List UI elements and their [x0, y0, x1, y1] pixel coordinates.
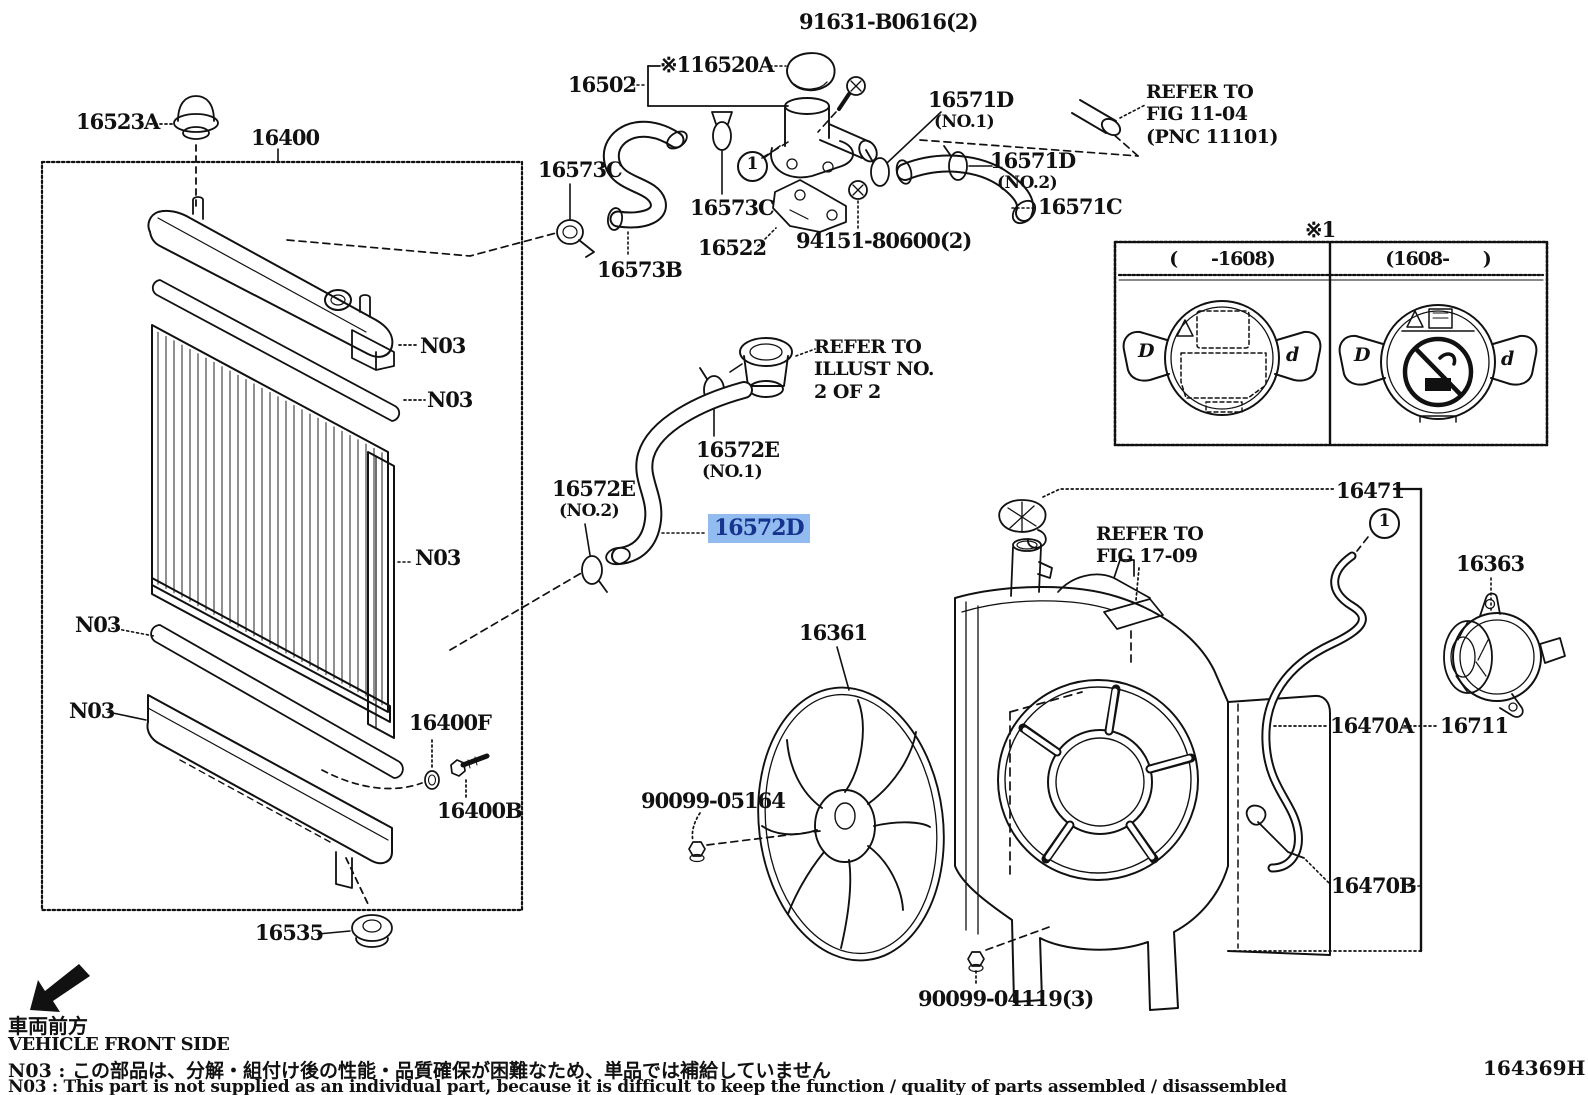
figure-code: 164369H	[1483, 1056, 1586, 1080]
fan-nut-90099-05164	[688, 812, 821, 863]
pn-16572E-1[interactable]: 16572E	[696, 437, 780, 462]
note-fig-11-04: REFER TO FIG 11-04 (PNC 11101)	[1146, 81, 1278, 148]
note-fig-17-09: REFER TO FIG 17-09	[1096, 523, 1204, 568]
pn-94151[interactable]: 94151-80600(2)	[796, 228, 972, 253]
inset-right-header: (1608- )	[1385, 248, 1491, 270]
pn-16502[interactable]: 16502	[568, 72, 637, 97]
glyph-cap1-right: d	[1286, 344, 1300, 366]
pn-16520A[interactable]: ※116520A	[660, 52, 775, 77]
circ1a-leader	[763, 145, 781, 159]
bracket-16471-lines	[1042, 487, 1423, 953]
pn-16711[interactable]: 16711	[1440, 713, 1509, 738]
cap-post-1608	[1338, 304, 1538, 423]
reserve-tank-panel	[1227, 694, 1331, 956]
glyph-cap2-left: D	[1354, 344, 1371, 366]
pn-16573C-1[interactable]: 16573C	[538, 157, 623, 182]
sub-16571D-2: (NO.2)	[997, 173, 1058, 193]
clamp-16571D-no2	[943, 145, 993, 181]
pn-91631[interactable]: 91631-B0616(2)	[799, 9, 978, 34]
fan-16361	[757, 646, 945, 962]
circ-1b[interactable]: 1	[1369, 508, 1400, 539]
inset-title: ※1	[1305, 217, 1336, 242]
ref-plate-17-09	[1103, 567, 1164, 663]
pn-16571D-2[interactable]: 16571D	[990, 148, 1076, 173]
pn-16523A[interactable]: 16523A	[76, 109, 160, 134]
bracket-lines-16502	[631, 65, 789, 107]
hose-clip-16470B	[1245, 804, 1422, 887]
pn-16361[interactable]: 16361	[799, 620, 868, 645]
hose-16571C	[895, 154, 1037, 225]
radiator-cap-16520A	[786, 52, 836, 92]
glyph-cap2-right: d	[1501, 348, 1515, 370]
pn-16400F[interactable]: 16400F	[409, 710, 492, 735]
n03-5: N03	[69, 698, 115, 723]
n03-note-jp: N03 : この部品は、分解・組付け後の性能・品質確保が困難なため、単品では補給…	[8, 1060, 831, 1082]
radiator-gasket-upper	[151, 279, 401, 422]
sub-16571D-1: (NO.1)	[934, 112, 995, 132]
clamp-16573C-left	[556, 183, 595, 258]
cap-inset-box	[1113, 240, 1549, 447]
radiator-grommet-16523A	[149, 95, 219, 207]
fan-motor-16363	[1443, 577, 1566, 718]
pn-16571C[interactable]: 16571C	[1038, 194, 1123, 219]
pn-90099-04119[interactable]: 90099-04119(3)	[918, 986, 1094, 1011]
pn-90099-05164[interactable]: 90099-05164	[641, 788, 786, 813]
glyph-cap1-left: D	[1138, 340, 1155, 362]
heater-pipe-ref-11-04	[919, 99, 1146, 157]
n03-3: N03	[415, 545, 461, 570]
hose-16573B	[602, 120, 688, 257]
sub-16572E-2: (NO.2)	[559, 501, 620, 521]
pn-16470B[interactable]: 16470B	[1331, 873, 1417, 898]
pn-16571D-1[interactable]: 16571D	[928, 87, 1014, 112]
radiator-upper-tank	[147, 196, 394, 358]
inset-left-header: ( -1608)	[1169, 248, 1275, 270]
cap-pre-1608	[1122, 300, 1322, 416]
n03-4: N03	[75, 612, 121, 637]
vehicle-front-arrow	[30, 964, 90, 1012]
overflow-hose-16470A	[1261, 536, 1439, 873]
pn-16400[interactable]: 16400	[251, 125, 320, 150]
circ-1a[interactable]: 1	[737, 151, 768, 182]
pn-16573B[interactable]: 16573B	[597, 257, 683, 282]
pn-16572E-2[interactable]: 16572E	[552, 476, 636, 501]
sub-16572E-1: (NO.1)	[702, 462, 763, 482]
radiator-lower-tank	[107, 694, 393, 889]
hl-16572D[interactable]: 16572D	[708, 514, 810, 544]
clamp-16573C-top	[711, 111, 733, 195]
screw-94151	[848, 180, 868, 229]
n03-1: N03	[420, 333, 466, 358]
bracket-16522	[757, 179, 847, 247]
vehicle-front-label-en: VEHICLE FRONT SIDE	[8, 1034, 230, 1055]
radiator-bracket-n03-upper	[351, 329, 426, 401]
pn-16471[interactable]: 16471	[1336, 478, 1405, 503]
reserve-tank-neck-cap	[998, 499, 1053, 597]
n03-2: N03	[427, 387, 473, 412]
pn-16470A[interactable]: 16470A	[1330, 713, 1414, 738]
hose-16572D	[605, 381, 753, 566]
pn-16363[interactable]: 16363	[1456, 551, 1525, 576]
clamp-16572E-no2	[581, 523, 608, 593]
n03-note-en: N03 : This part is not supplied as an in…	[8, 1077, 1287, 1095]
drain-grommet-16535	[317, 857, 393, 948]
pn-16522[interactable]: 16522	[698, 235, 767, 260]
shroud-bolt-90099-04119	[967, 925, 1053, 987]
pn-16535[interactable]: 16535	[255, 920, 324, 945]
radiator-gasket-lower	[111, 624, 404, 779]
drain-oring-16400F-bolt-16400B	[321, 739, 490, 799]
fan-shroud-16711	[954, 559, 1229, 1011]
note-illust: REFER TO ILLUST NO. 2 OF 2	[814, 336, 935, 403]
stud-bolt-91631	[817, 76, 866, 133]
vehicle-front-label-jp: 車両前方	[8, 1014, 88, 1038]
clamp-16571D-no1	[865, 111, 942, 187]
pn-16400B[interactable]: 16400B	[437, 798, 523, 823]
radiator-assembly-box	[40, 148, 524, 912]
pn-16573C-2[interactable]: 16573C	[690, 195, 775, 220]
connector-dashes	[286, 232, 584, 651]
radiator-core	[151, 324, 414, 739]
